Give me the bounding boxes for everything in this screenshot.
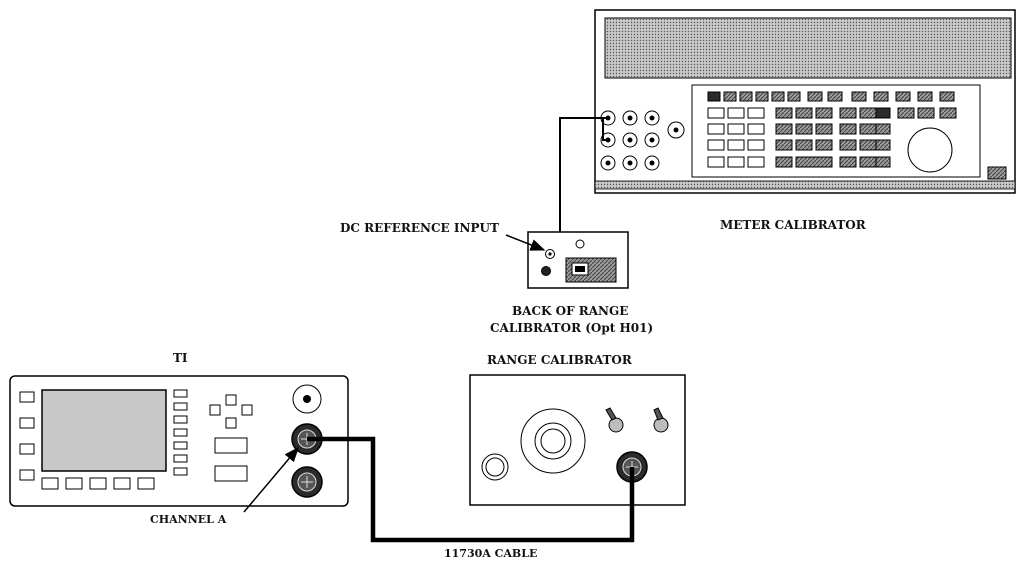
- meter-calibrator-label: METER CALIBRATOR: [720, 218, 867, 232]
- ti-screen: [41, 389, 167, 472]
- meter-calibrator-power-switch: [987, 166, 1007, 180]
- ti-function-key: [214, 465, 248, 482]
- meter-calibrator-base: [594, 180, 1016, 190]
- meter-calibrator-knob: [907, 127, 953, 173]
- ti-arrow-key-up: [225, 394, 237, 406]
- channel-a-arrow: [243, 446, 299, 513]
- ti-softkey: [41, 477, 59, 490]
- ti-label: TI: [173, 351, 188, 365]
- ti-arrow-key-right: [241, 404, 253, 416]
- dc-reference-input-arrow: [505, 234, 546, 251]
- meter-calibrator-keys: [707, 91, 957, 168]
- ground-terminal: [541, 266, 551, 276]
- ti-softkey: [173, 402, 188, 411]
- ti-softkey: [173, 467, 188, 476]
- meter-calibrator-display-grille: [604, 17, 1012, 79]
- back-panel-jack: [575, 239, 585, 249]
- ti-softkey: [137, 477, 155, 490]
- ti-softkey: [173, 415, 188, 424]
- range-calibrator-front: [469, 374, 686, 506]
- cable-label: 11730A CABLE: [444, 547, 537, 560]
- ti-softkey: [89, 477, 107, 490]
- range-calibrator-toggle-1: [605, 407, 624, 433]
- ti-softkey: [173, 389, 188, 398]
- meter-calibrator: [594, 9, 1016, 194]
- ti-arrow-key-left: [209, 404, 221, 416]
- ti-softkey: [19, 443, 35, 455]
- ti-softkey: [173, 454, 188, 463]
- ti-softkey: [173, 428, 188, 437]
- meter-calibrator-terminals: [600, 110, 685, 171]
- range-calibrator-toggle-2: [653, 407, 669, 433]
- ti-instrument: [9, 375, 349, 507]
- ti-softkey: [113, 477, 131, 490]
- cable-11730a: [307, 436, 635, 543]
- dc-reference-input-label: DC REFERENCE INPUT: [340, 221, 499, 235]
- range-calibrator-back-panel: [527, 231, 629, 289]
- ti-arrow-key-down: [225, 417, 237, 429]
- back-of-range-label-1: BACK OF RANGE: [512, 304, 628, 318]
- channel-a-label: CHANNEL A: [150, 513, 227, 526]
- back-of-range-label-2: CALIBRATOR (Opt H01): [490, 321, 653, 335]
- ti-function-key: [214, 437, 248, 454]
- ti-softkey: [19, 417, 35, 429]
- ti-softkey: [19, 469, 35, 481]
- range-calibrator-label: RANGE CALIBRATOR: [487, 353, 633, 367]
- ti-softkey: [65, 477, 83, 490]
- ti-softkey: [173, 441, 188, 450]
- ti-softkey: [19, 391, 35, 403]
